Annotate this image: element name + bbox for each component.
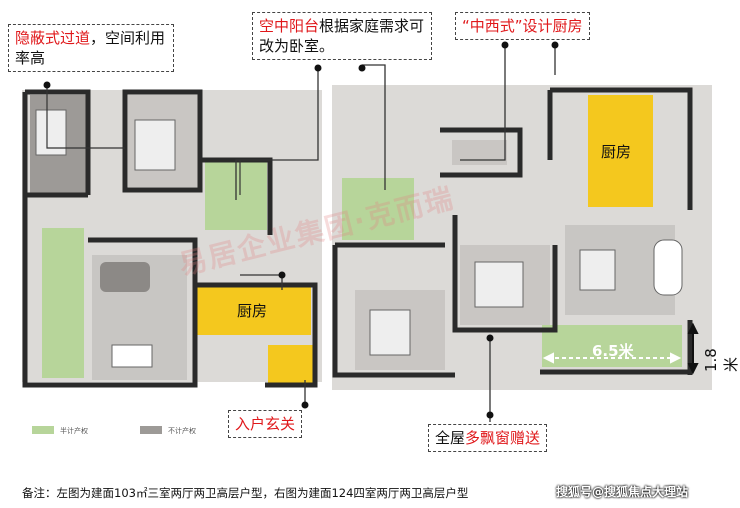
callout-text: 全屋 — [435, 429, 466, 447]
bed — [369, 309, 411, 356]
leader-dots — [43, 41, 559, 419]
width-dimension: 6.5米 — [592, 342, 634, 360]
footnote-text: 备注：左图为建面103㎡三室两厅两卫高层户型，右图为建面124四室两厅两卫高层户… — [22, 486, 469, 500]
callout-highlight: 隐蔽式过道 — [15, 29, 91, 47]
callout-highlight: 入户玄关 — [235, 415, 296, 433]
left-floor-plan — [22, 85, 322, 388]
callout-entrance: 入户玄关 — [228, 410, 303, 438]
callout-highlight: “中西式”设计厨房 — [462, 17, 583, 35]
left-walls — [22, 89, 318, 388]
right-kitchen-label: 厨房 — [601, 143, 632, 161]
left-balcony-green — [42, 228, 84, 378]
right-bath — [452, 140, 507, 165]
callout-hidden-corridor: 隐蔽式过道，空间利用率高 — [8, 24, 174, 72]
depth-arrow — [687, 322, 699, 375]
right-walls — [332, 87, 693, 378]
footnote: 备注：左图为建面103㎡三室两厅两卫高层户型，右图为建面124四室两厅两卫高层户… — [22, 485, 468, 501]
dining-table — [653, 239, 683, 296]
callout-bay-windows: 全屋多飘窗赠送 — [428, 424, 548, 452]
right-floor-plan — [332, 85, 712, 390]
sofa — [579, 249, 616, 291]
legend-not-counted: 不计产权 — [168, 427, 196, 435]
callout-highlight: 多飘窗赠送 — [465, 429, 541, 447]
right-sky-balcony — [342, 178, 414, 240]
bed — [134, 119, 176, 171]
right-balcony-green — [542, 325, 682, 367]
bed — [474, 261, 524, 308]
left-kitchen-yellow — [196, 285, 311, 335]
left-entrance-yellow — [268, 345, 313, 385]
kitchen-leader — [460, 45, 506, 161]
left-corridor-route — [46, 85, 241, 195]
callout-text: 根据家庭需求可改为卧室。 — [259, 17, 425, 55]
right-kitchen-yellow — [588, 95, 653, 207]
callout-sky-balcony: 空中阳台根据家庭需求可改为卧室。 — [252, 12, 432, 60]
sofa — [100, 262, 150, 292]
callout-highlight: 空中阳台 — [259, 17, 320, 35]
callout-text: ，空间利用率高 — [15, 29, 166, 67]
balcony-leader-right — [362, 64, 386, 190]
legend-half-area: 半计产权 — [60, 427, 88, 435]
legend-swatch-half — [32, 426, 54, 434]
width-arrow — [542, 352, 682, 364]
callout-kitchen-style: “中西式”设计厨房 — [455, 12, 590, 40]
balcony-leader — [235, 65, 319, 200]
left-kitchen-label: 厨房 — [237, 302, 268, 320]
legend-swatch-not-counted — [140, 426, 162, 434]
depth-dimension: 1.8米 — [702, 348, 740, 372]
dining-table — [111, 344, 153, 368]
source-tag: 搜狐号@搜狐焦点大理站 — [556, 485, 689, 499]
